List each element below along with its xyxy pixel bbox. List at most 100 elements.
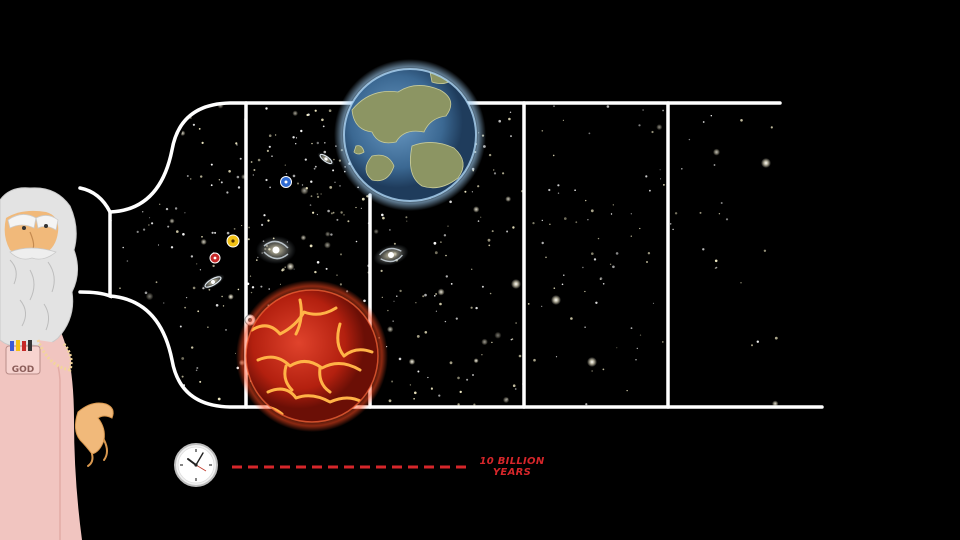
star — [789, 141, 792, 144]
star — [630, 327, 633, 329]
star — [813, 209, 814, 210]
star — [196, 263, 198, 265]
star — [165, 359, 167, 361]
star — [151, 379, 158, 387]
star — [502, 172, 505, 175]
star — [236, 175, 240, 179]
star — [199, 380, 202, 383]
star — [190, 255, 194, 258]
star — [493, 169, 495, 171]
star — [393, 300, 395, 302]
star — [198, 127, 201, 130]
star — [424, 331, 428, 334]
star — [340, 253, 342, 256]
star — [652, 302, 655, 304]
star — [355, 206, 357, 209]
star — [197, 310, 200, 313]
star — [163, 367, 166, 370]
star — [144, 291, 148, 295]
star — [464, 190, 467, 193]
star — [145, 292, 154, 301]
star — [381, 296, 383, 298]
star — [449, 361, 453, 365]
star — [564, 217, 567, 220]
star — [763, 249, 767, 252]
star — [119, 287, 121, 289]
star — [392, 320, 394, 322]
star — [323, 150, 327, 154]
star — [437, 288, 445, 296]
star — [271, 155, 273, 157]
star — [510, 338, 513, 341]
star — [595, 301, 598, 304]
star — [481, 354, 483, 356]
eye — [44, 224, 48, 228]
star — [295, 137, 298, 139]
star — [553, 287, 556, 290]
star — [512, 226, 515, 229]
star — [137, 329, 145, 337]
star — [702, 121, 705, 123]
star — [255, 259, 258, 261]
star — [329, 186, 333, 189]
star — [161, 395, 163, 397]
star — [141, 164, 144, 167]
star — [162, 374, 166, 377]
star — [201, 141, 204, 144]
star — [330, 212, 333, 215]
star — [249, 275, 252, 277]
star — [659, 169, 661, 171]
star — [615, 252, 619, 255]
star — [300, 129, 303, 133]
star — [268, 145, 271, 148]
god-character: GOD — [0, 187, 114, 540]
star — [312, 211, 315, 214]
star — [226, 231, 230, 235]
star — [433, 241, 437, 245]
star — [184, 306, 187, 309]
star — [561, 283, 564, 286]
star — [266, 149, 269, 152]
star — [151, 222, 154, 225]
star — [214, 231, 217, 234]
star — [221, 295, 223, 298]
star — [434, 251, 438, 255]
star — [373, 228, 379, 235]
star — [158, 345, 160, 347]
star — [310, 195, 313, 198]
star — [630, 213, 632, 215]
star — [649, 189, 651, 192]
star — [450, 283, 453, 285]
star — [292, 136, 295, 139]
star — [416, 335, 420, 338]
star — [481, 285, 484, 288]
star — [325, 267, 328, 270]
star — [199, 269, 201, 271]
star — [533, 358, 536, 362]
star — [226, 191, 229, 194]
star — [169, 218, 175, 224]
star — [172, 157, 176, 161]
star — [802, 264, 804, 266]
star — [389, 229, 391, 231]
star — [774, 336, 778, 340]
star — [473, 358, 479, 364]
star — [413, 398, 415, 400]
star — [475, 306, 478, 310]
star — [110, 169, 112, 171]
star — [751, 344, 753, 347]
star — [336, 218, 339, 221]
star — [435, 293, 438, 295]
clock-icon — [174, 443, 218, 487]
star — [227, 293, 234, 300]
star — [548, 188, 551, 192]
star — [409, 384, 412, 386]
star — [281, 268, 285, 271]
star — [135, 384, 139, 388]
spiral-galaxy — [201, 274, 225, 290]
bright-star — [805, 167, 815, 177]
star — [713, 164, 716, 166]
star — [314, 165, 317, 168]
star — [316, 213, 318, 216]
star — [399, 289, 402, 293]
